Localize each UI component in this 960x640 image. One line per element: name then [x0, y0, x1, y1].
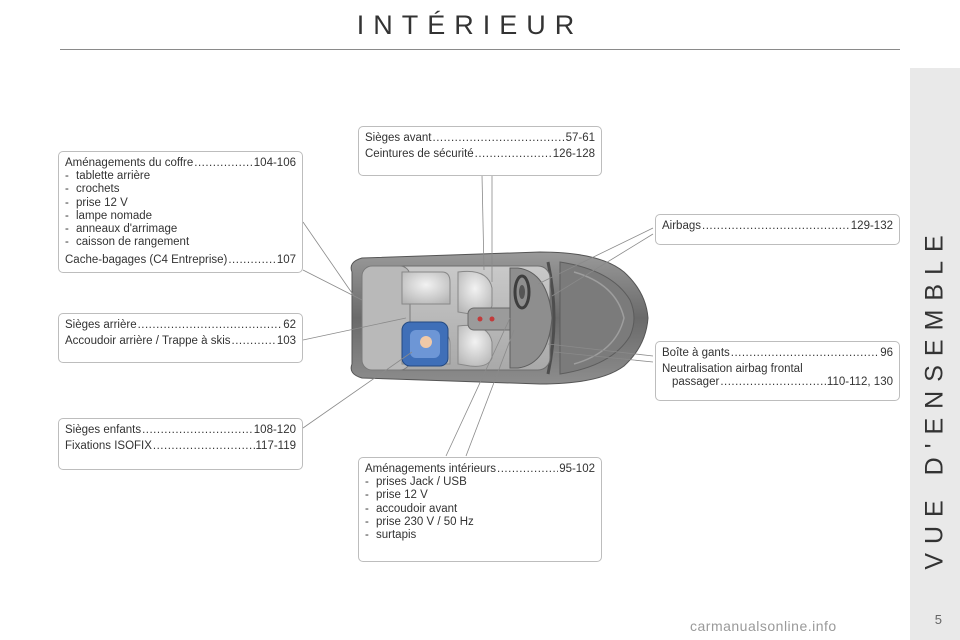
rear-seats-box: Sièges arrière62 Accoudoir arrière / Tra…: [58, 313, 303, 363]
page-ref: 107: [276, 254, 296, 267]
page-ref: 103: [276, 335, 296, 348]
leader-lines: [302, 174, 654, 457]
list-item: -accoudoir avant: [365, 502, 458, 515]
luggage-cover-entry[interactable]: Cache-bagages (C4 Entreprise)107: [65, 254, 296, 267]
list-item: -anneaux d'arrimage: [65, 223, 178, 236]
cabin-interior: [361, 265, 553, 371]
rear-armrest-entry[interactable]: Accoudoir arrière / Trappe à skis103: [65, 335, 296, 348]
list-item: -prises Jack / USB: [365, 476, 467, 489]
page-ref: 108-120: [253, 424, 296, 436]
title-divider: [60, 49, 900, 50]
list-item: -prise 230 V / 50 Hz: [365, 515, 474, 528]
list-item: -tablette arrière: [65, 170, 151, 183]
glovebox-box: Boîte à gants96 Neutralisation airbag fr…: [655, 341, 900, 401]
watermark: carmanualsonline.info: [690, 618, 837, 634]
page-ref: 95-102: [559, 463, 595, 475]
list-item: -lampe nomade: [65, 209, 153, 222]
page-number: 5: [934, 612, 942, 627]
page-title: INTÉRIEUR: [356, 10, 584, 40]
list-item: -crochets: [65, 183, 120, 196]
list-item: -prise 12 V: [65, 196, 128, 209]
page-ref: 62: [283, 319, 296, 331]
seat-belts-entry[interactable]: Ceintures de sécurité126-128: [365, 148, 595, 161]
rear-seats-entry[interactable]: Sièges arrière62: [65, 319, 296, 332]
list-item: -surtapis: [365, 529, 417, 542]
page-ref: 117-119: [255, 440, 297, 453]
page-ref: 96: [880, 347, 893, 359]
interior-equipment-entry[interactable]: Aménagements intérieurs95-102: [365, 463, 595, 476]
airbag-deactivation-entry[interactable]: passager110-112, 130: [662, 376, 893, 389]
list-item: -prise 12 V: [365, 489, 428, 502]
page-ref: 129-132: [850, 220, 893, 232]
page-ref: 104-106: [253, 157, 296, 169]
child-seats-entry[interactable]: Sièges enfants108-120: [65, 424, 296, 437]
page-ref: 57-61: [565, 132, 595, 144]
isofix-entry[interactable]: Fixations ISOFIX117-119: [65, 440, 296, 453]
airbags-box: Airbags129-132: [655, 214, 900, 245]
front-seats-box: Sièges avant57-61 Ceintures de sécurité1…: [358, 126, 602, 176]
list-item: -caisson de rangement: [65, 236, 190, 249]
child-seat: [401, 321, 449, 367]
airbags-entry[interactable]: Airbags129-132: [662, 220, 893, 233]
interior-equipment-box: Aménagements intérieurs95-102 -prises Ja…: [358, 457, 602, 562]
airbag-deactivation-label: Neutralisation airbag frontal: [662, 363, 803, 376]
front-seats-entry[interactable]: Sièges avant57-61: [365, 132, 595, 145]
child-seats-box: Sièges enfants108-120 Fixations ISOFIX11…: [58, 418, 303, 470]
trunk-equipment-entry[interactable]: Aménagements du coffre104-106: [65, 157, 296, 170]
trunk-equipment-box: Aménagements du coffre104-106 -tablette …: [58, 151, 303, 273]
page-ref: 126-128: [552, 148, 595, 161]
section-side-tab: VUE D'ENSEMBLE: [910, 68, 960, 640]
glovebox-entry[interactable]: Boîte à gants96: [662, 347, 893, 360]
page-ref: 110-112, 130: [826, 376, 893, 389]
